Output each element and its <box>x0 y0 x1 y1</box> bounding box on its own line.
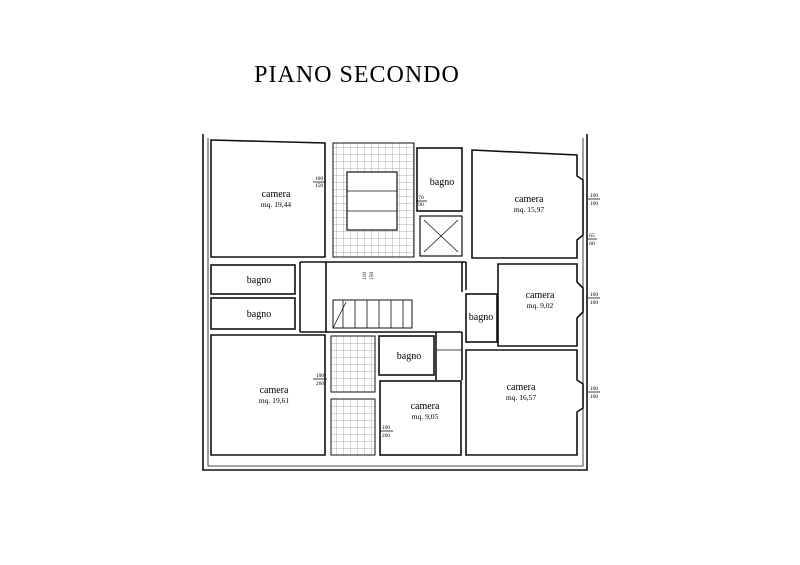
svg-text:60: 60 <box>589 241 595 247</box>
dimension-d5: 110 150 <box>362 272 375 281</box>
camera-sw-area: mq. 19,61 <box>259 396 289 405</box>
room-bagno-c <box>378 335 435 376</box>
dimension-d4: 65 60 <box>587 233 597 247</box>
svg-text:65: 65 <box>589 233 595 239</box>
staircase-upper <box>346 171 398 231</box>
plan-title: PIANO SECONDO <box>254 62 460 88</box>
svg-text:260: 260 <box>382 433 391 439</box>
dimension-d7: 100 260 <box>313 373 327 387</box>
dimension-d8: 100 260 <box>380 425 393 439</box>
svg-text:70: 70 <box>418 195 424 201</box>
camera-e-area: mq. 9,02 <box>527 301 554 310</box>
svg-text:100: 100 <box>382 425 391 431</box>
camera-sc-label: camera <box>411 401 440 412</box>
svg-text:90: 90 <box>418 202 424 208</box>
dimension-d9: 100 100 <box>588 386 600 400</box>
bagno-w2-label: bagno <box>247 309 271 320</box>
bagno-n-label: bagno <box>430 177 454 188</box>
room-camera-ne <box>471 149 584 259</box>
svg-text:110: 110 <box>362 272 368 280</box>
svg-text:150: 150 <box>369 272 375 281</box>
camera-ne-area: mq. 15,97 <box>514 205 544 214</box>
bagno-w1-label: bagno <box>247 275 271 286</box>
camera-sc-area: mq. 9,05 <box>412 412 439 421</box>
room-camera-nw <box>210 139 326 258</box>
camera-sw-label: camera <box>260 385 289 396</box>
room-camera-sw <box>210 334 326 456</box>
room-camera-sc <box>379 380 462 456</box>
camera-nw-area: mq. 19,44 <box>261 200 291 209</box>
dimension-d3: 100 100 <box>588 193 600 207</box>
corridor-tiles-upper <box>330 335 376 393</box>
svg-text:100: 100 <box>315 176 324 182</box>
room-camera-se <box>465 349 584 456</box>
camera-nw-label: camera <box>262 189 291 200</box>
svg-text:260: 260 <box>316 381 325 387</box>
svg-text:100: 100 <box>590 386 599 392</box>
svg-text:100: 100 <box>590 201 599 207</box>
room-bagno-n <box>416 147 463 212</box>
camera-e-label: camera <box>526 290 555 301</box>
room-camera-e <box>497 263 584 347</box>
elevator-shaft <box>419 215 463 257</box>
corridor-tiles-lower <box>330 398 376 456</box>
svg-text:100: 100 <box>590 193 599 199</box>
svg-text:150: 150 <box>315 183 324 189</box>
svg-text:100: 100 <box>590 300 599 306</box>
bagno-e-label: bagno <box>469 312 493 323</box>
svg-text:100: 100 <box>316 373 325 379</box>
corridor-walls <box>299 261 467 380</box>
room-bagno-w1 <box>210 264 296 295</box>
camera-ne-label: camera <box>515 194 544 205</box>
camera-se-area: mq. 16,57 <box>506 393 536 402</box>
svg-text:100: 100 <box>590 394 599 400</box>
room-bagno-e <box>465 293 498 343</box>
bagno-c-label: bagno <box>397 351 421 362</box>
camera-se-label: camera <box>507 382 536 393</box>
svg-text:100: 100 <box>590 292 599 298</box>
room-bagno-w2 <box>210 297 296 330</box>
staircase-lower <box>332 299 413 329</box>
dimension-d1: 100 150 <box>313 176 325 189</box>
dimension-d2: 70 90 <box>416 195 427 208</box>
dimension-d6: 100 100 <box>588 292 600 306</box>
